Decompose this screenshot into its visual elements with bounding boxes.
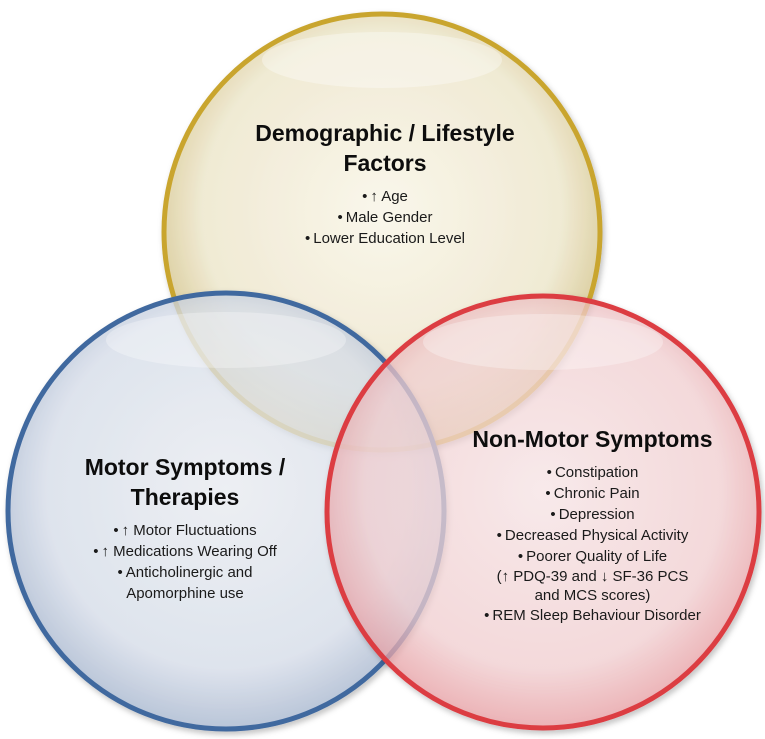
list-item: •Depression [550, 506, 635, 523]
list-item: •↑ Age [362, 188, 408, 205]
list-item: •Constipation [546, 464, 639, 481]
list-item: •Anticholinergic and [117, 564, 253, 581]
nonmotor-title: Non-Motor Symptoms [472, 426, 713, 452]
list-item: •Male Gender [337, 209, 433, 226]
list-item: •↑ Motor Fluctuations [113, 522, 257, 539]
list-item: •Decreased Physical Activity [496, 527, 689, 544]
motor-list: •↑ Motor Fluctuations •↑ Medications Wea… [35, 520, 335, 604]
motor-title-line2: Therapies [130, 484, 240, 510]
list-item: •REM Sleep Behaviour Disorder [484, 607, 701, 624]
list-item: •Lower Education Level [304, 230, 466, 247]
demographic-title-line1: Demographic / Lifestyle [255, 120, 515, 146]
nonmotor-circle [324, 293, 762, 731]
demographic-list: •↑ Age •Male Gender •Lower Education Lev… [200, 186, 570, 249]
list-item: •↑ Medications Wearing Off [93, 543, 277, 560]
nonmotor-list: •Constipation •Chronic Pain •Depression … [420, 462, 765, 626]
demographic-title-line2: Factors [343, 150, 427, 176]
nonmotor-text: Non-Motor Symptoms •Constipation •Chroni… [420, 424, 765, 626]
list-item: (↑ PDQ-39 and ↓ SF-36 PCS [496, 568, 689, 585]
list-item: and MCS scores) [534, 587, 651, 604]
motor-text: Motor Symptoms / Therapies •↑ Motor Fluc… [35, 452, 335, 604]
motor-title-line1: Motor Symptoms / [84, 454, 286, 480]
demographic-text: Demographic / Lifestyle Factors •↑ Age •… [200, 118, 570, 249]
list-item: •Chronic Pain [545, 485, 640, 502]
list-item: •Poorer Quality of Life [517, 548, 668, 565]
list-item: Apomorphine use [126, 585, 244, 602]
